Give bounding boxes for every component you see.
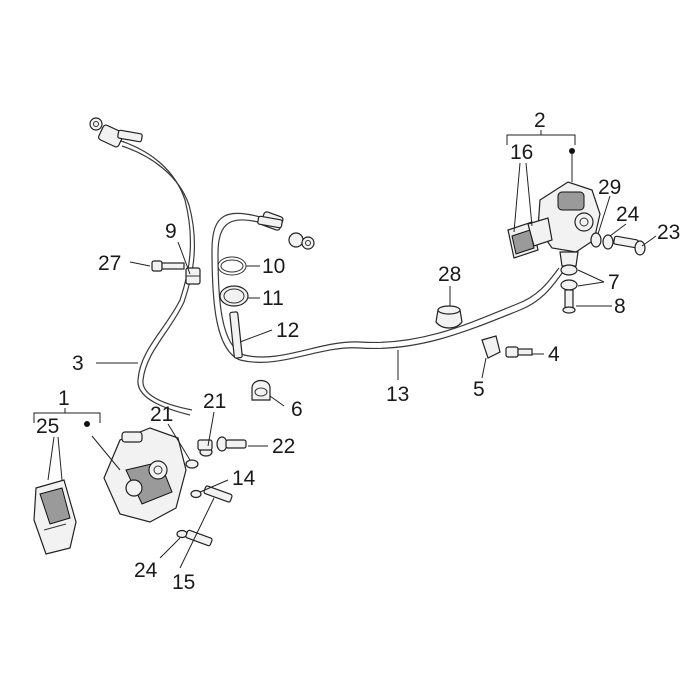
bolt-23 xyxy=(613,235,646,256)
hose-guide-clip-9 xyxy=(185,267,201,285)
bracket-5 xyxy=(481,335,501,359)
spring-clip-10 xyxy=(217,256,247,276)
banjo-fitting-7 xyxy=(560,264,578,291)
callout-25: 25 xyxy=(36,415,59,438)
washer-14 xyxy=(190,489,202,499)
callout-24a: 24 xyxy=(616,203,640,226)
callout-11: 11 xyxy=(262,287,284,310)
callout-1: 1 xyxy=(58,387,70,410)
hose-clamp-6 xyxy=(251,379,271,401)
callout-28: 28 xyxy=(438,263,461,286)
callout-15: 15 xyxy=(172,571,195,594)
callout-14: 14 xyxy=(232,467,256,490)
callout-12: 12 xyxy=(276,319,299,342)
callout-labels: 1 2 3 4 5 6 7 8 9 10 11 12 13 14 15 16 2… xyxy=(36,109,680,594)
protective-sleeve-12 xyxy=(229,311,243,359)
banjo-bolt-8 xyxy=(562,289,576,314)
callout-2: 2 xyxy=(534,109,546,132)
bolt-27 xyxy=(151,260,185,272)
hose-fitting-top-left xyxy=(89,117,143,148)
rear-brake-hose-13 xyxy=(211,212,564,363)
callout-3: 3 xyxy=(72,352,84,375)
callout-5: 5 xyxy=(473,378,485,401)
callout-6: 6 xyxy=(291,398,303,421)
retaining-ring-11 xyxy=(219,285,249,307)
callout-24b: 24 xyxy=(134,559,158,582)
washer-24-top xyxy=(602,234,614,250)
washer-29 xyxy=(590,232,602,248)
reference-dot-1 xyxy=(84,421,90,427)
front-brake-hose-3 xyxy=(117,139,196,416)
caliper-bolt-15 xyxy=(185,529,213,547)
callout-27: 27 xyxy=(98,252,121,275)
screw-4 xyxy=(505,346,533,358)
brake-pads-25 xyxy=(33,479,77,555)
callout-21a: 21 xyxy=(150,403,173,426)
callout-8: 8 xyxy=(614,295,626,318)
callout-23: 23 xyxy=(657,221,680,244)
callout-10: 10 xyxy=(262,255,285,278)
hose-fitting-top-middle xyxy=(257,211,315,250)
banjo-bolt-22 xyxy=(216,436,247,452)
callout-7: 7 xyxy=(608,271,620,294)
callout-29: 29 xyxy=(598,176,621,199)
callout-22: 22 xyxy=(272,435,295,458)
front-brake-caliper-1 xyxy=(103,427,187,523)
callout-21b: 21 xyxy=(203,390,226,413)
callout-16: 16 xyxy=(510,141,533,164)
cap-28 xyxy=(435,305,463,329)
reference-dot-2 xyxy=(569,148,575,154)
brake-pads-16 xyxy=(507,217,553,259)
leader-lines xyxy=(33,130,657,569)
caliper-bolt-upper xyxy=(203,485,233,503)
callout-13: 13 xyxy=(386,383,409,406)
callout-4: 4 xyxy=(548,343,560,366)
callout-9: 9 xyxy=(165,220,177,243)
